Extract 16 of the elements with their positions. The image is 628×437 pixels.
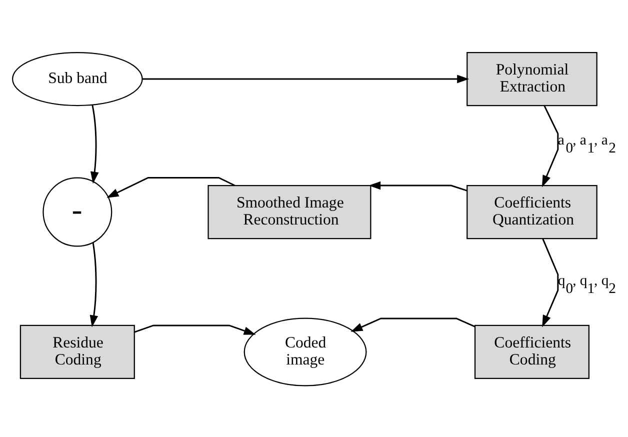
arrow — [542, 104, 559, 187]
arrow — [90, 104, 99, 184]
arrow — [350, 317, 475, 332]
node-circle: - — [42, 176, 112, 246]
node-box: Polynomial Extraction — [466, 51, 598, 106]
arrow — [106, 176, 236, 198]
arrow — [542, 238, 559, 327]
arrow — [142, 74, 470, 83]
node-box: Smoothed Image Reconstruction — [208, 184, 372, 239]
node-box: Coefficients Coding — [474, 324, 590, 379]
node-box: Coefficients Quantization — [466, 184, 598, 239]
node-box: Residue Coding — [20, 324, 135, 379]
arrow — [134, 324, 256, 334]
node-ellipse: Sub band — [12, 51, 143, 106]
arrow — [90, 242, 98, 327]
arrow — [368, 180, 468, 191]
